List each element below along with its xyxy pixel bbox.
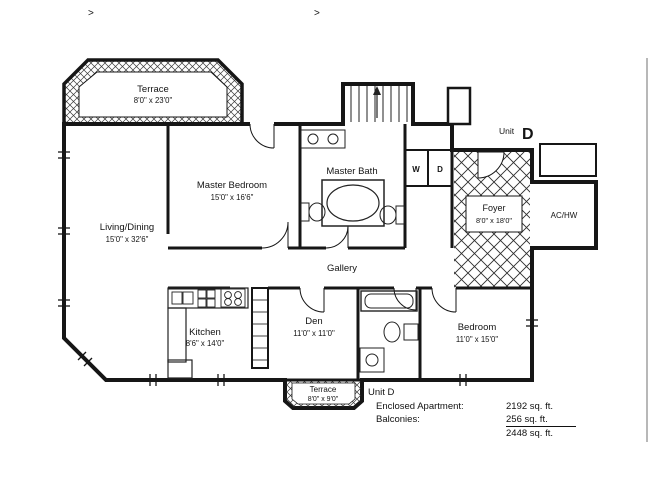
master-bath-fixtures bbox=[300, 129, 405, 227]
terrace-top-dims: 8'0" x 23'0" bbox=[134, 96, 173, 105]
den-dims: 11'0" x 11'0" bbox=[293, 329, 335, 338]
kitchen-counter-top bbox=[167, 287, 249, 309]
master-bedroom-dims: 15'0" x 16'6" bbox=[211, 193, 254, 202]
terrace-top-inner bbox=[78, 71, 228, 118]
bedroom-door-arc bbox=[431, 287, 457, 313]
tub bbox=[321, 179, 385, 227]
foyer-label-box bbox=[465, 195, 523, 233]
toilet2 bbox=[383, 321, 401, 343]
bedroom-label: Bedroom bbox=[458, 322, 497, 333]
balconies-value: 256 sq. ft. bbox=[506, 413, 576, 427]
window-ticks bbox=[58, 151, 538, 386]
total-value: 2448 sq. ft. bbox=[506, 428, 554, 439]
hall-closet bbox=[251, 287, 269, 369]
terrace-bottom-inner bbox=[291, 382, 356, 405]
summary-row-total: 2448 sq. ft. bbox=[368, 427, 576, 440]
kitchen-sink-b bbox=[182, 291, 194, 305]
summary-row-balconies: Balconies: 256 sq. ft. bbox=[368, 413, 576, 427]
scan-artifact-left: > bbox=[88, 8, 94, 19]
ac-hw-label: AC/HW bbox=[551, 211, 578, 220]
living-dining-dims: 15'0" x 32'6" bbox=[106, 235, 149, 244]
unit-tag-letter: D bbox=[522, 126, 534, 143]
terrace-door-gap bbox=[250, 120, 274, 128]
toilet-right bbox=[379, 205, 397, 225]
foyer-label: Foyer bbox=[482, 203, 505, 213]
unit-tag-word: Unit bbox=[499, 126, 515, 136]
top-shaft-closet bbox=[446, 86, 472, 126]
enclosed-apartment-value: 2192 sq. ft. bbox=[506, 401, 554, 412]
entry-door-arc bbox=[477, 151, 505, 179]
living-dining-label: Living/Dining bbox=[100, 222, 154, 233]
terrace-bottom-dims: 8'0" x 9'0" bbox=[308, 396, 339, 403]
summary-title: Unit D bbox=[368, 387, 395, 398]
tub2-basin bbox=[364, 293, 414, 309]
den-label: Den bbox=[305, 316, 322, 327]
den-door-arc bbox=[299, 287, 325, 313]
master-bedroom-label: Master Bedroom bbox=[197, 180, 267, 191]
master-bedroom-door-arc bbox=[261, 221, 289, 249]
second-bath-fixtures bbox=[359, 290, 419, 373]
kitchen-dims: 8'6" x 14'0" bbox=[186, 339, 225, 348]
sink-left bbox=[307, 133, 319, 145]
dryer-label: D bbox=[437, 165, 443, 174]
door-arcs bbox=[249, 120, 457, 313]
stairs bbox=[350, 86, 408, 122]
refrigerator bbox=[167, 359, 193, 379]
terrace-bottom-label: Terrace bbox=[310, 385, 337, 394]
vanity bbox=[300, 129, 346, 149]
toilet-left bbox=[308, 202, 326, 222]
kitchen-label: Kitchen bbox=[189, 327, 221, 338]
sink-right bbox=[327, 133, 339, 145]
area-summary: Unit D Enclosed Apartment: 2192 sq. ft. … bbox=[368, 386, 576, 440]
bedroom-dims: 11'0" x 15'0" bbox=[456, 335, 498, 344]
terrace-door-arc bbox=[249, 123, 275, 149]
balconies-label: Balconies: bbox=[376, 414, 420, 425]
stair-arrow-head bbox=[373, 86, 381, 95]
kitchen-sink-a bbox=[171, 291, 183, 305]
stove bbox=[220, 288, 246, 308]
master-bath-door-arc bbox=[325, 225, 349, 249]
kitchen-counter-side bbox=[167, 307, 187, 363]
summary-row-enclosed: Enclosed Apartment: 2192 sq. ft. bbox=[368, 400, 576, 413]
terrace-top-label: Terrace bbox=[137, 84, 169, 95]
washer-dryer-closet bbox=[405, 149, 452, 187]
vanity2 bbox=[359, 347, 385, 373]
tub-basin bbox=[326, 184, 380, 222]
sink2 bbox=[365, 353, 379, 367]
kitchen-fixtures bbox=[167, 287, 249, 379]
washer-label: W bbox=[412, 165, 420, 174]
tub2 bbox=[360, 290, 418, 312]
toilet2-tank bbox=[403, 323, 419, 341]
enclosed-apartment-label: Enclosed Apartment: bbox=[376, 401, 464, 412]
foyer-dims: 8'0" x 18'0" bbox=[476, 216, 512, 225]
gallery-label: Gallery bbox=[327, 263, 357, 274]
scan-artifact-mid: > bbox=[314, 8, 320, 19]
adjacent-structure bbox=[539, 143, 597, 177]
master-bath-label: Master Bath bbox=[326, 166, 377, 177]
